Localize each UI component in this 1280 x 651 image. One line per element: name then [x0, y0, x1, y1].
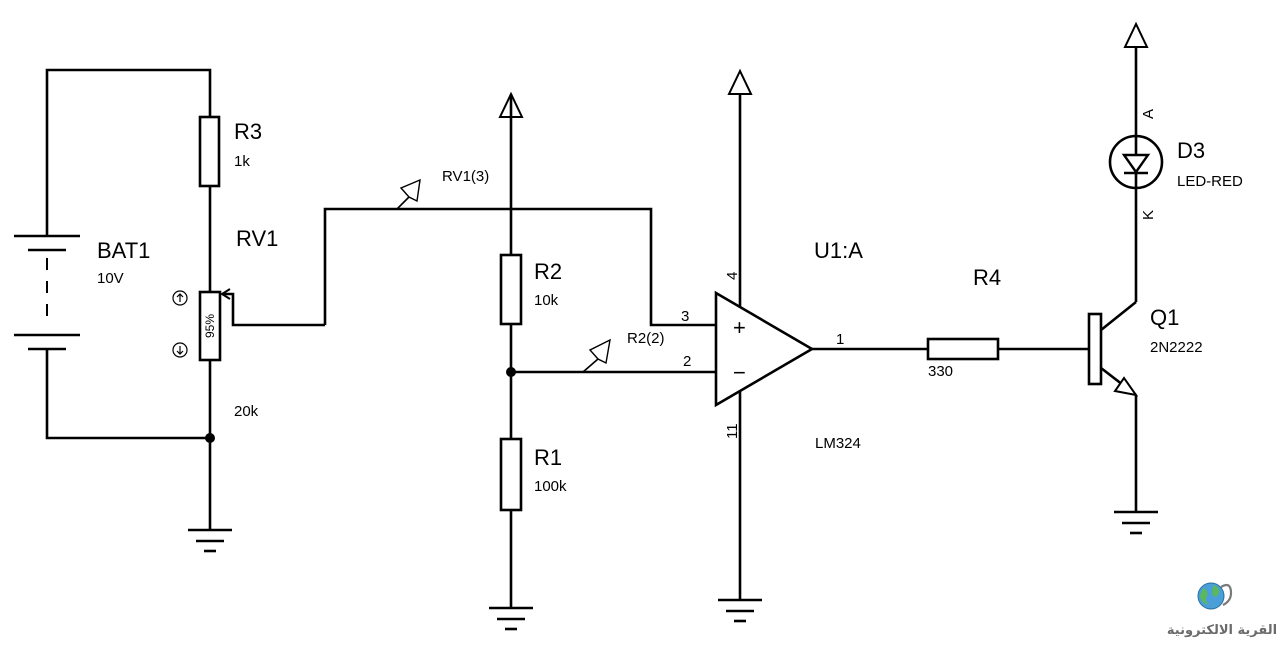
- potentiometer-rv1: [198, 290, 222, 362]
- rv1-decrease-icon: [172, 342, 188, 358]
- d3-label: D3: [1177, 138, 1205, 163]
- led-d3: [1108, 134, 1164, 190]
- opamp-plus-sign: +: [733, 315, 746, 340]
- rv1-wiper: [220, 288, 325, 327]
- globe-logo: [1197, 582, 1233, 610]
- r1-value: 100k: [534, 478, 567, 495]
- resistor-r2: [499, 253, 523, 326]
- r3-label: R3: [234, 119, 262, 144]
- ground-symbol-q1: [1114, 510, 1158, 535]
- r4-label: R4: [973, 265, 1001, 290]
- probe-r2-2-label: R2(2): [627, 330, 665, 347]
- battery-loop-wires: [45, 68, 212, 530]
- d3-part: LED-RED: [1177, 173, 1243, 190]
- ground-symbol-opamp: [718, 598, 762, 623]
- r1-label: R1: [534, 445, 562, 470]
- bat1-label: BAT1: [97, 238, 150, 263]
- r3-value: 1k: [234, 153, 250, 170]
- opamp-pin-3: 3: [681, 308, 689, 325]
- opamp-pin-2: 2: [683, 353, 691, 370]
- probe-rv1-3: [396, 178, 421, 210]
- q1-part: 2N2222: [1150, 339, 1203, 356]
- power-arrow-opamp: [727, 68, 753, 95]
- opamp-pin-11: 11: [724, 423, 741, 439]
- resistor-r4: [926, 337, 1000, 361]
- ground-symbol-rv1: [188, 528, 232, 553]
- divider-wires: [509, 117, 716, 608]
- rv1-value: 20k: [234, 403, 259, 420]
- rv1-label: RV1: [236, 226, 278, 251]
- opamp-ref-label: U1:A: [814, 238, 863, 263]
- opamp-minus-sign: −: [733, 360, 746, 385]
- ground-symbol-r1: [489, 606, 533, 631]
- opamp-pin-4: 4: [724, 272, 741, 280]
- junction-dot: [205, 433, 215, 443]
- bat1-value: 10V: [97, 270, 124, 287]
- probe-r2-2: [582, 338, 611, 373]
- q1-label: Q1: [1150, 305, 1179, 330]
- r2-label: R2: [534, 259, 562, 284]
- r4-value: 330: [928, 363, 953, 380]
- wire-wiper-to-noninv: [323, 207, 716, 327]
- resistor-r1: [499, 437, 523, 512]
- battery-bat1: [14, 234, 80, 351]
- rv1-increase-icon: [172, 290, 188, 306]
- led-anode-label: A: [1140, 109, 1157, 119]
- transistor-q1: [1087, 300, 1139, 397]
- watermark-text: القرية الالكترونية: [1167, 623, 1277, 638]
- resistor-r3: [198, 115, 221, 188]
- opamp-u1a: [714, 290, 815, 408]
- power-arrow-r2: [498, 91, 524, 118]
- led-cathode-label: K: [1140, 210, 1157, 220]
- power-arrow-led: [1123, 21, 1149, 48]
- probe-rv1-3-label: RV1(3): [442, 168, 489, 185]
- r2-value: 10k: [534, 292, 559, 309]
- opamp-pin-1: 1: [836, 331, 844, 348]
- opamp-part-label: LM324: [815, 435, 861, 452]
- rv1-setting: 95%: [203, 314, 217, 338]
- junction-dot: [506, 367, 516, 377]
